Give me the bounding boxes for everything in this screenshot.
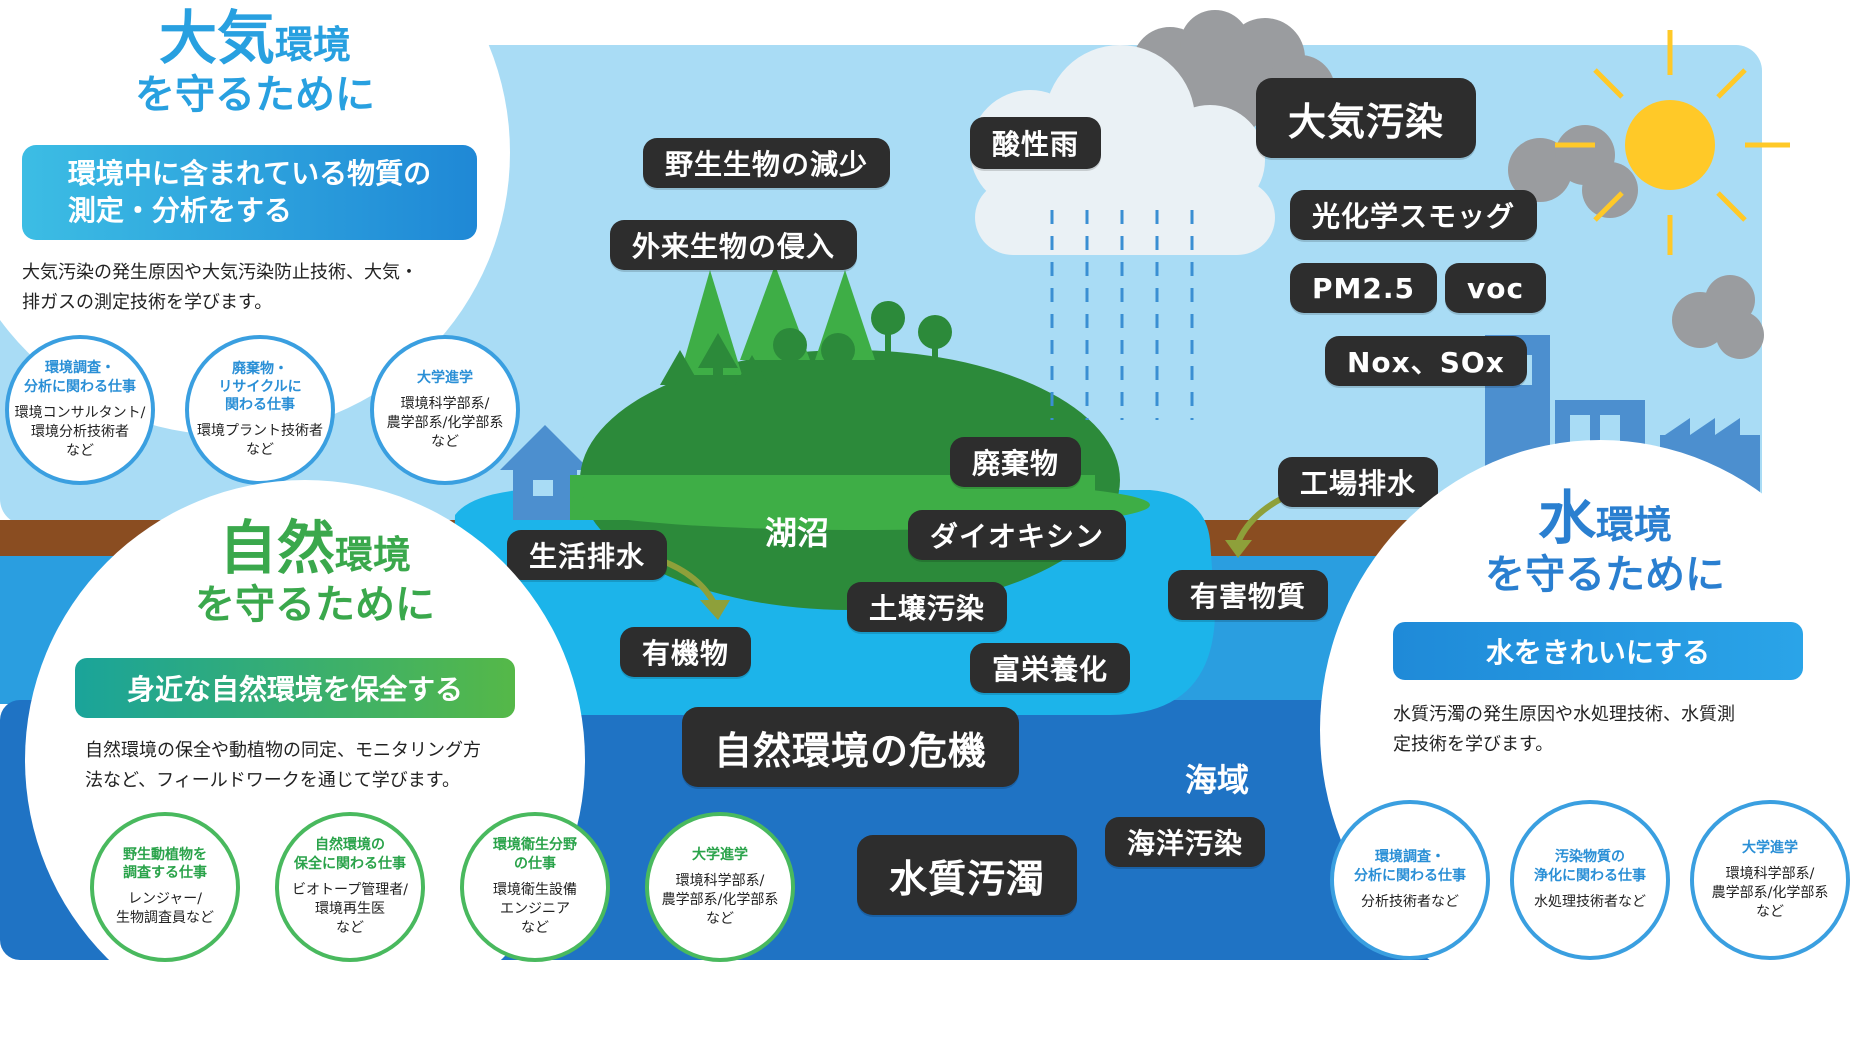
tag-marine-pollution: 海洋汚染 xyxy=(1105,817,1266,867)
water-title-sub: 環境 xyxy=(1596,503,1673,547)
tag-waste: 廃棄物 xyxy=(950,437,1082,487)
tag-alien-species: 外来生物の侵入 xyxy=(610,220,858,270)
tag-organic-matter: 有機物 xyxy=(620,627,752,677)
tag-dioxin: ダイオキシン xyxy=(908,510,1127,560)
nature-job-1: 野生動植物を 調査する仕事 レンジャー/ 生物調査員など xyxy=(90,812,240,962)
water-job-3: 大学進学 環境科学部系/ 農学部系/化学部系 など xyxy=(1690,800,1850,960)
air-banner-text: 環境中に含まれている物質の 測定・分析をする xyxy=(67,157,432,227)
job-title: 環境衛生分野 の仕事 xyxy=(493,837,577,872)
nature-title: 自然環境 を守るために xyxy=(165,515,465,628)
nature-banner-text: 身近な自然環境を保全する xyxy=(126,673,463,706)
air-job-2: 廃棄物・ リサイクルに 関わる仕事 環境プラント技術者 など xyxy=(185,335,335,485)
job-title: 汚染物質の 浄化に関わる仕事 xyxy=(1534,849,1646,884)
air-banner: 環境中に含まれている物質の 測定・分析をする xyxy=(22,145,477,240)
water-description: 水質汚濁の発生原因や水処理技術、水質測 定技術を学びます。 xyxy=(1393,704,1735,755)
tag-nox-sox: Nox、SOx xyxy=(1325,336,1527,386)
nature-job-3: 環境衛生分野 の仕事 環境衛生設備 エンジニア など xyxy=(460,812,610,962)
air-job-1: 環境調査・ 分析に関わる仕事 環境コンサルタント/ 環境分析技術者 など xyxy=(5,335,155,485)
tag-factory-wastewater: 工場排水 xyxy=(1278,457,1439,507)
tag-soil-contamination: 土壌汚染 xyxy=(847,582,1008,632)
air-title-sub: 環境 xyxy=(275,23,352,67)
water-banner: 水をきれいにする xyxy=(1393,622,1803,680)
job-detail: 環境科学部系/ 農学部系/化学部系 など xyxy=(386,395,504,450)
air-title: 大気環境 を守るために xyxy=(110,5,400,118)
nature-job-2: 自然環境の 保全に関わる仕事 ビオトープ管理者/ 環境再生医 など xyxy=(275,812,425,962)
arrow-head-icon xyxy=(1225,540,1252,558)
job-detail: ビオトープ管理者/ 環境再生医 など xyxy=(292,881,408,936)
tag-water-pollution: 水質汚濁 xyxy=(857,835,1078,915)
job-detail: 環境衛生設備 エンジニア など xyxy=(493,881,577,936)
arrow-head-icon xyxy=(700,600,730,620)
tag-harmful-substances: 有害物質 xyxy=(1168,570,1329,620)
nature-title-main: 自然 xyxy=(218,514,335,582)
tag-acid-rain: 酸性雨 xyxy=(970,117,1102,169)
water-banner-text: 水をきれいにする xyxy=(1485,636,1711,669)
nature-job-4: 大学進学 環境科学部系/ 農学部系/化学部系 など xyxy=(645,812,795,962)
tag-eutrophication: 富栄養化 xyxy=(970,643,1131,693)
water-title-line2: を守るために xyxy=(1485,551,1725,598)
nature-description: 自然環境の保全や動植物の同定、モニタリング方 法など、フィールドワークを通じて学… xyxy=(85,740,481,791)
job-detail: 水処理技術者など xyxy=(1534,893,1646,910)
water-title: 水環境 を守るために xyxy=(1480,485,1730,598)
sea-label: 海域 xyxy=(1185,761,1250,799)
tag-pm25: PM2.5 xyxy=(1290,263,1437,313)
water-title-main: 水 xyxy=(1537,484,1596,552)
job-title: 環境調査・ 分析に関わる仕事 xyxy=(24,360,136,395)
sun-icon xyxy=(1555,30,1790,255)
job-title: 環境調査・ 分析に関わる仕事 xyxy=(1354,849,1466,884)
job-title: 大学進学 xyxy=(417,369,473,386)
nature-title-line2: を守るために xyxy=(195,581,435,628)
job-detail: 環境科学部系/ 農学部系/化学部系 など xyxy=(661,872,779,927)
tag-household-wastewater: 生活排水 xyxy=(507,530,668,580)
water-job-1: 環境調査・ 分析に関わる仕事 分析技術者など xyxy=(1330,800,1490,960)
lakes-label: 湖沼 xyxy=(765,514,830,552)
job-detail: レンジャー/ 生物調査員など xyxy=(116,891,214,927)
job-title: 自然環境の 保全に関わる仕事 xyxy=(294,837,406,872)
tag-air-pollution: 大気汚染 xyxy=(1256,78,1477,158)
water-job-2: 汚染物質の 浄化に関わる仕事 水処理技術者など xyxy=(1510,800,1670,960)
job-title: 大学進学 xyxy=(692,846,748,863)
nature-title-sub: 環境 xyxy=(335,533,412,577)
tag-nature-crisis: 自然環境の危機 xyxy=(682,707,1020,787)
job-title: 廃棄物・ リサイクルに 関わる仕事 xyxy=(218,360,302,414)
tag-wildlife-decline: 野生生物の減少 xyxy=(643,138,891,188)
air-title-line2: を守るために xyxy=(135,71,375,118)
nature-banner: 身近な自然環境を保全する xyxy=(75,658,515,718)
job-title: 大学進学 xyxy=(1742,839,1798,856)
job-detail: 分析技術者など xyxy=(1361,893,1459,910)
job-detail: 環境科学部系/ 農学部系/化学部系 など xyxy=(1711,865,1829,920)
job-title: 野生動植物を 調査する仕事 xyxy=(123,846,207,882)
job-detail: 環境コンサルタント/ 環境分析技術者 など xyxy=(14,404,146,459)
air-description: 大気汚染の発生原因や大気汚染防止技術、大気・ 排ガスの測定技術を学びます。 xyxy=(22,262,418,313)
tag-photochemical-smog: 光化学スモッグ xyxy=(1290,190,1538,240)
job-detail: 環境プラント技術者 など xyxy=(197,423,323,459)
house-icon xyxy=(500,425,590,520)
air-job-3: 大学進学 環境科学部系/ 農学部系/化学部系 など xyxy=(370,335,520,485)
tag-voc: voc xyxy=(1445,263,1547,313)
air-title-main: 大気 xyxy=(158,4,275,72)
